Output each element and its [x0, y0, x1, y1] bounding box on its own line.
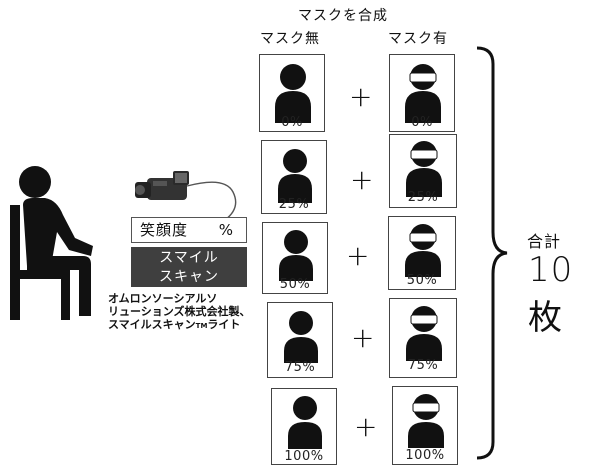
trademark-mark: TM [195, 322, 208, 330]
with-mask-card-0: 0% [389, 54, 455, 132]
manufacturer-line2: リューションズ株式会社製、 [108, 305, 251, 318]
plus-sign-0: + [349, 80, 373, 113]
smile-score-box: 笑顔度 % [131, 217, 247, 243]
with-mask-card-1: 25% [389, 134, 457, 208]
no-mask-header: マスク無 [260, 31, 320, 47]
smile-score-label: 笑顔度 [140, 221, 189, 239]
person-icon [284, 311, 318, 363]
no-mask-smile-0: 0% [281, 115, 303, 130]
masked-person-icon [406, 141, 442, 197]
no-mask-card-2: 50% [262, 222, 328, 294]
masked-person-icon [405, 64, 441, 123]
person-icon [275, 64, 311, 123]
no-mask-card-4: 100% [271, 388, 337, 465]
plus-sign-2: + [346, 239, 370, 272]
no-mask-smile-1: 25% [278, 197, 310, 212]
masked-person-icon [408, 394, 444, 448]
with-mask-smile-0: 0% [411, 115, 433, 130]
no-mask-smile-4: 100% [284, 449, 324, 464]
right-brace [476, 46, 508, 460]
with-mask-card-4: 100% [392, 386, 458, 465]
smile-scan-box: スマイル スキャン [131, 247, 247, 287]
with-mask-smile-4: 100% [405, 448, 445, 463]
plus-sign-3: + [351, 321, 375, 354]
with-mask-card-3: 75% [389, 298, 457, 378]
person-icon [279, 230, 313, 281]
smile-scan-line1: スマイル [159, 250, 219, 266]
person-icon [288, 396, 322, 449]
camera-cable [186, 181, 237, 221]
no-mask-smile-2: 50% [279, 277, 311, 292]
smile-scan-line2: スキャン [159, 269, 219, 285]
total-value: 10枚 [528, 250, 574, 338]
masked-person-icon [406, 306, 442, 361]
video-camera-icon [135, 171, 189, 200]
plus-sign-4: + [354, 410, 378, 443]
no-mask-card-1: 25% [261, 140, 327, 214]
with-mask-header: マスク有 [388, 31, 448, 47]
plus-sign-1: + [350, 163, 374, 196]
person-icon [278, 149, 312, 203]
seated-person-icon [10, 166, 93, 320]
total-label: 合計 [527, 232, 562, 251]
smile-score-unit: % [218, 221, 234, 239]
with-mask-smile-2: 50% [406, 273, 438, 288]
no-mask-card-3: 75% [267, 302, 333, 378]
with-mask-smile-1: 25% [407, 190, 439, 205]
synthesis-title: マスクを合成 [298, 8, 388, 24]
masked-person-icon [405, 224, 441, 277]
no-mask-card-0: 0% [259, 54, 325, 132]
manufacturer-note: オムロンソーシアルソ リューションズ株式会社製、 スマイルスキャンTMライト [108, 292, 268, 333]
with-mask-smile-3: 75% [407, 358, 439, 373]
no-mask-smile-3: 75% [284, 360, 316, 375]
manufacturer-line1: オムロンソーシアルソ [108, 292, 218, 305]
manufacturer-line3: スマイルスキャンTMライト [108, 318, 241, 331]
with-mask-card-2: 50% [388, 216, 456, 290]
